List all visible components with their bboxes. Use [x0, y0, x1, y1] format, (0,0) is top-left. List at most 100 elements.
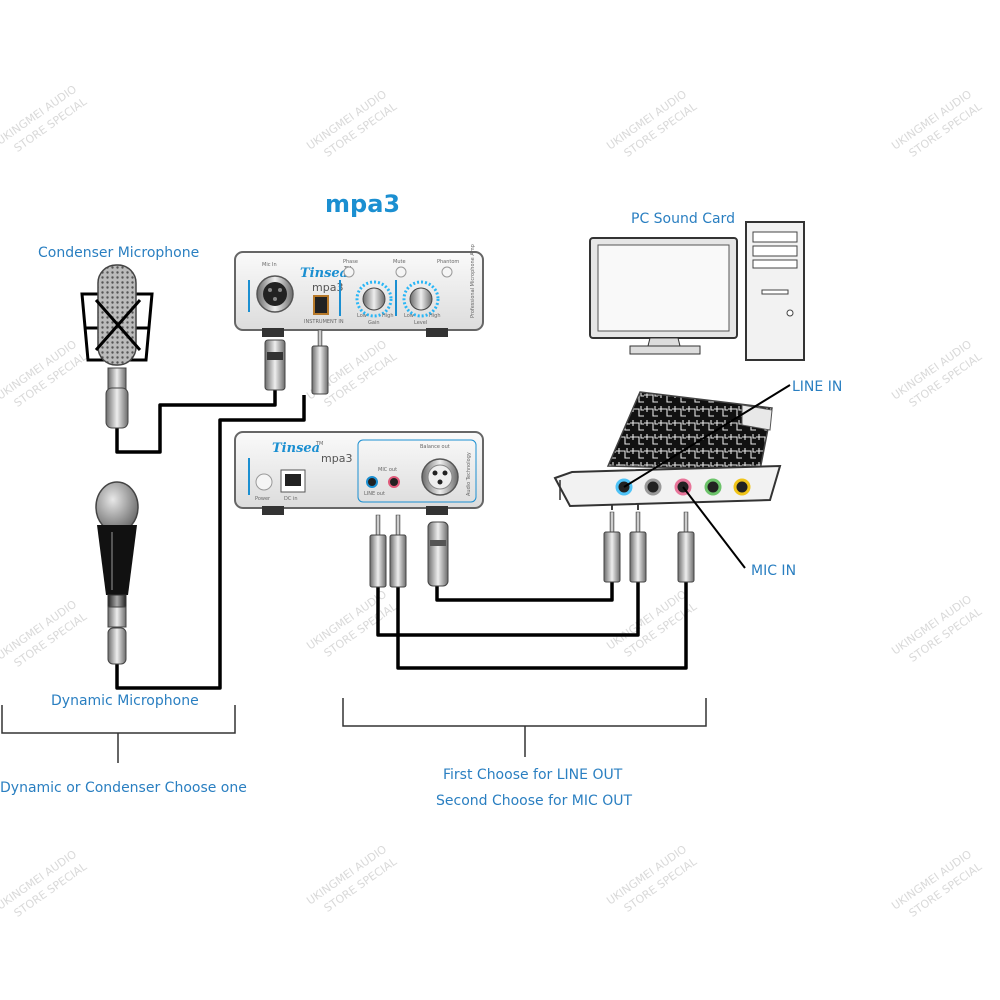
level-knob — [409, 287, 433, 311]
label-dynamic-mic: Dynamic Microphone — [51, 693, 199, 709]
gain-low-label: Low — [357, 313, 367, 319]
floppy-slot — [761, 289, 789, 295]
instrument-label: INSTRUMENT IN — [304, 319, 344, 325]
line-in-callout — [623, 384, 791, 488]
monitor-stand — [629, 345, 701, 355]
phantom-button — [441, 266, 453, 278]
label-condenser-mic: Condenser Microphone — [38, 245, 199, 261]
phantom-label: Phantom — [437, 259, 459, 265]
device-model: mpa3 — [312, 281, 343, 294]
bracket — [553, 464, 782, 508]
xlr-input-hole — [263, 282, 287, 306]
label-first-choose: First Choose for LINE OUT — [443, 767, 623, 783]
foot — [262, 506, 284, 515]
monitor-neck — [647, 337, 681, 347]
mic-in-callout — [682, 486, 746, 569]
balance-out-label: Balance out — [420, 444, 450, 450]
dynamic-microphone — [95, 481, 139, 665]
monitor-screen — [597, 244, 730, 332]
device-brand: Tinsea — [272, 441, 320, 456]
jack-plug-card-2 — [629, 511, 647, 583]
mute-label: Mute — [393, 259, 406, 265]
cable-dynamic-xlr — [115, 395, 306, 690]
phase-label: Phase — [343, 259, 358, 265]
xlr-male-plug-top — [264, 339, 286, 391]
dynamic-body — [97, 525, 137, 595]
gain-knob-ring — [355, 280, 393, 318]
jack-plug-line-left — [369, 514, 387, 588]
pc-computer — [589, 221, 805, 361]
dynamic-base — [107, 594, 127, 608]
line-out-label: LINE out — [364, 491, 385, 497]
mic-in-label: Mic In — [262, 262, 277, 268]
audio-port — [704, 478, 722, 496]
power-button — [255, 473, 273, 491]
circuit-board — [606, 391, 773, 471]
label-line-in: LINE IN — [792, 379, 842, 395]
cable-condenser-xlr — [115, 390, 277, 454]
mic-out-label: MIC out — [378, 467, 397, 473]
phase-button — [343, 266, 355, 278]
cable-line-right — [396, 580, 688, 670]
label-second-choose: Second Choose for MIC OUT — [436, 793, 633, 809]
label-pc-sound-card: PC Sound Card — [631, 211, 735, 227]
xlr-female-plug — [107, 627, 127, 665]
label-choose-one: Dynamic or Condenser Choose one — [0, 780, 247, 796]
level-knob-ring — [402, 280, 440, 318]
side-text: Audio Technology — [466, 452, 472, 496]
device-tm: TM — [315, 441, 323, 447]
power-led — [786, 309, 794, 317]
device-brand: Tinsea — [300, 266, 348, 281]
jack-plug-card-mic — [677, 511, 695, 583]
dc-label: DC in — [284, 496, 298, 502]
card-chip — [741, 404, 773, 431]
cable-line-left — [376, 580, 640, 637]
device-model: mpa3 — [321, 452, 352, 465]
gain-label: Gain — [368, 320, 380, 326]
sound-card — [553, 391, 782, 508]
bracket-left — [1, 705, 236, 763]
xlr-female-plug-out — [427, 521, 449, 587]
output-section-frame — [357, 439, 477, 503]
dynamic-grille — [95, 481, 139, 533]
foot — [426, 328, 448, 337]
mpa3-rear-panel: Tinsea TM mpa3 Power DC in Balance out M… — [234, 431, 484, 515]
gain-knob — [362, 287, 386, 311]
gain-high-label: High — [382, 313, 394, 319]
level-high-label: High — [429, 313, 441, 319]
side-text: Professional Microphone Amp — [470, 244, 476, 318]
foot — [262, 328, 284, 337]
level-label: Level — [414, 320, 427, 326]
mpa3-front-panel: Mic In Tinsea TM mpa3 INSTRUMENT IN Phas… — [234, 244, 484, 337]
drive-bay — [752, 231, 798, 243]
cable-mic-out — [435, 580, 614, 602]
condenser-microphone — [80, 264, 154, 429]
bracket-right — [342, 698, 707, 757]
label-mic-in: MIC IN — [751, 563, 796, 579]
drive-bay — [752, 245, 798, 257]
instrument-jack-plug — [311, 329, 329, 395]
power-label: Power — [255, 496, 271, 502]
mute-button — [395, 266, 407, 278]
diagram-title: mpa3 — [325, 190, 400, 218]
dc-port — [285, 474, 301, 486]
mic-connector — [107, 367, 127, 391]
audio-port — [733, 478, 751, 496]
drive-bay — [752, 259, 798, 269]
cables — [115, 390, 688, 690]
audio-port — [644, 478, 662, 496]
